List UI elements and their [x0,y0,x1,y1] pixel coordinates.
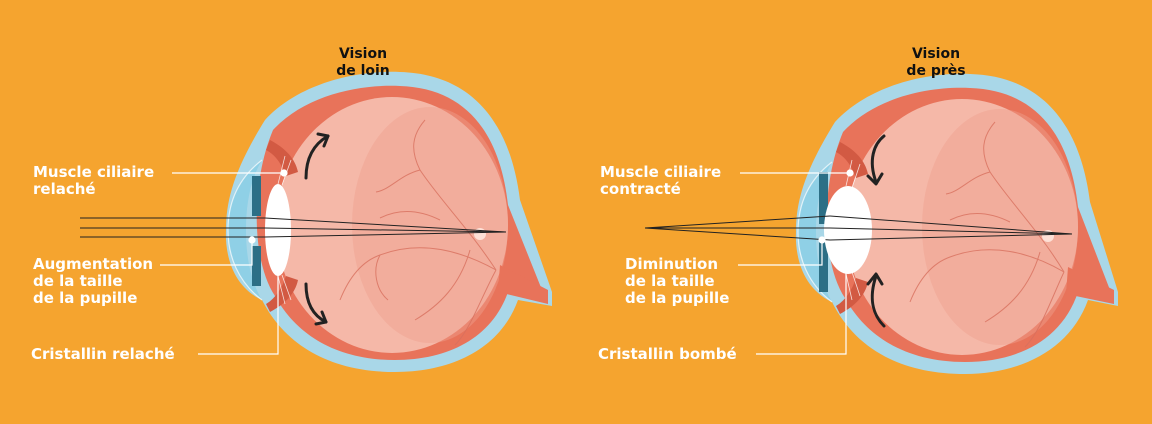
near-arrows [866,134,886,328]
near-arrow-down-icon [870,134,886,184]
near-eye-illustration [644,73,1118,374]
far-cornea-outline [227,159,263,301]
near-blood-vessels [909,121,1065,348]
far-eye-illustration [80,71,552,372]
far-iris-bottom [252,246,261,286]
near-leader-lens [756,270,847,355]
near-cornea-outline [797,161,833,303]
near-lens [824,186,872,274]
far-light-rays [80,217,507,238]
far-muscle-label: Muscle ciliaire relaché [33,163,155,198]
near-ciliary-bottom [836,278,868,314]
far-leader-pupil [160,240,253,266]
far-optic-nerve [498,265,548,304]
near-lens-label: Cristallin bombé [598,345,737,363]
far-lens-label: Cristallin relaché [31,345,175,363]
near-arrow-up-icon [870,274,886,328]
near-iris-top [819,172,828,224]
near-iris-bottom [819,240,828,292]
far-lens [265,184,291,276]
far-arrows [304,132,330,326]
far-arrow-up-icon [304,134,330,180]
far-ciliary-top [266,140,298,176]
near-retina-shade [922,109,1078,345]
far-arrow-down-icon [304,282,328,324]
far-leader-lens [198,268,279,355]
far-leader-lines [160,169,288,355]
near-vision-title: Vision de près [906,46,966,79]
far-vision-title: Vision de loin [336,46,390,79]
near-optic-nerve [1066,267,1114,304]
near-vitreous [846,99,1078,355]
far-blood-vessels [339,119,497,346]
far-retina-shade [352,107,508,343]
far-pupil-label: Augmentation de la taille de la pupille [33,255,154,307]
near-leader-pupil [738,240,823,266]
far-iris-top [252,176,261,216]
near-cornea [798,162,832,302]
near-pupil-label: Diminution de la taille de la pupille [625,255,730,307]
near-muscle-label: Muscle ciliaire contracté [600,163,722,198]
near-leader-lines [738,169,854,355]
far-ciliary-bottom [266,276,298,312]
near-light-rays [644,215,1073,241]
